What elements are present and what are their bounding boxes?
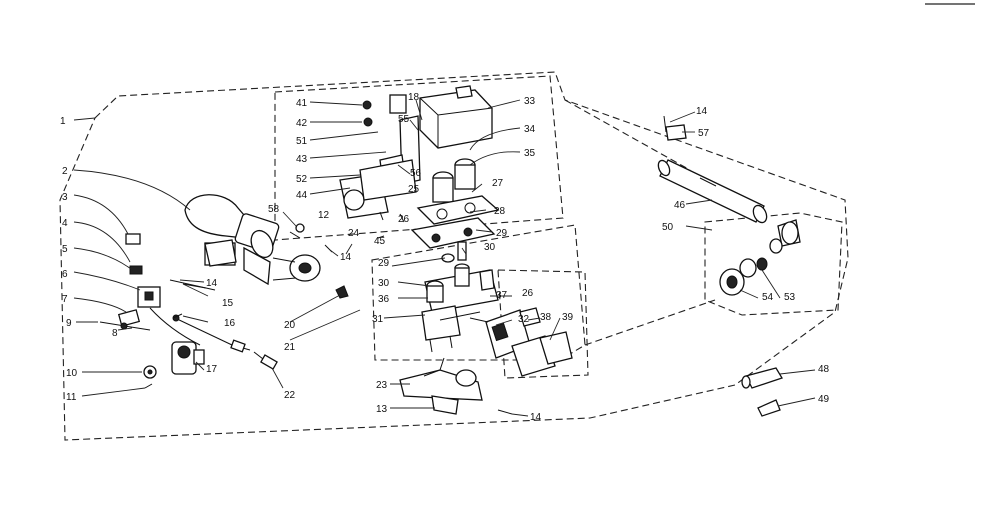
fittings: [719, 219, 801, 296]
callout-41: 41: [296, 98, 308, 109]
callout-22: 22: [284, 390, 296, 401]
callout-51: 51: [296, 136, 308, 147]
callout-50: 50: [662, 222, 674, 233]
callout-14-left: 14: [206, 278, 218, 289]
callout-17: 17: [206, 364, 218, 375]
callout-9: 9: [66, 318, 72, 329]
callout-44: 44: [296, 190, 308, 201]
callout-36: 36: [378, 294, 390, 305]
callout-52: 52: [296, 174, 308, 185]
callout-26-lower: 26: [522, 288, 534, 299]
callout-13: 13: [376, 404, 388, 415]
burner-assembly: [184, 194, 321, 286]
callout-45: 45: [374, 236, 386, 247]
callout-6: 6: [62, 269, 68, 280]
lower-valve-group-boundary: [371, 224, 586, 361]
callout-18: 18: [408, 92, 420, 103]
lower-valve-assembly: [421, 241, 499, 353]
callout-37: 37: [496, 290, 508, 301]
callout-30-left: 30: [378, 278, 390, 289]
mounting-bracket: [399, 357, 513, 415]
callout-1: 1: [60, 116, 66, 127]
callout-38: 38: [540, 312, 552, 323]
tube-link-line: [564, 99, 691, 171]
callout-31: 31: [372, 314, 384, 325]
upper-valve-assembly: [339, 85, 500, 249]
fitting-group-boundary: [704, 212, 843, 316]
solenoid-assembly: [469, 307, 573, 377]
callout-25: 25: [408, 184, 420, 195]
group-link-line: [584, 299, 716, 346]
callout-49: 49: [818, 394, 830, 405]
callout-14-bottom: 14: [530, 412, 542, 423]
callout-58: 58: [268, 204, 280, 215]
callout-33: 33: [524, 96, 536, 107]
callout-14-top: 14: [696, 106, 708, 117]
callout-labels: 1 2 3 4 5 6 7 8 9 10 11 12 13 14 14 14 1…: [60, 92, 830, 423]
leader-lines: [73, 99, 816, 417]
callout-53: 53: [784, 292, 796, 303]
callout-30-right: 30: [484, 242, 496, 253]
callout-46: 46: [674, 200, 686, 211]
callout-8: 8: [112, 328, 118, 339]
callout-55: 55: [398, 114, 410, 125]
callout-27: 27: [492, 178, 504, 189]
callout-26-upper: 26: [398, 214, 410, 225]
callout-12: 12: [318, 210, 330, 221]
callout-29-left: 29: [378, 258, 390, 269]
callout-35: 35: [524, 148, 536, 159]
callout-10: 10: [66, 368, 78, 379]
callout-4: 4: [62, 218, 68, 229]
callout-21: 21: [284, 342, 296, 353]
callout-43: 43: [296, 154, 308, 165]
callout-23: 23: [376, 380, 388, 391]
callout-2: 2: [62, 166, 68, 177]
callout-42: 42: [296, 118, 308, 129]
callout-5: 5: [62, 244, 68, 255]
upper-valve-group-boundary: [274, 75, 564, 241]
callout-7: 7: [62, 294, 68, 305]
callout-15: 15: [222, 298, 234, 309]
loose-parts-48-49: [741, 367, 783, 417]
left-small-parts: [99, 233, 216, 389]
callout-3: 3: [62, 192, 68, 203]
callout-28: 28: [494, 206, 506, 217]
callout-20: 20: [284, 320, 296, 331]
callout-32: 32: [518, 314, 530, 325]
callout-34: 34: [524, 124, 536, 135]
callout-48: 48: [818, 364, 830, 375]
main-assembly-boundary: [59, 71, 849, 441]
callout-16: 16: [224, 318, 236, 329]
callout-11: 11: [66, 392, 77, 403]
callout-39: 39: [562, 312, 574, 323]
callout-14-center: 14: [340, 252, 352, 263]
tube-assembly: [657, 115, 768, 224]
callout-54: 54: [762, 292, 774, 303]
ignitor-assembly: [171, 314, 278, 375]
callout-29-right: 29: [496, 228, 508, 239]
callout-56: 56: [410, 168, 422, 179]
callout-24: 24: [348, 228, 360, 239]
callout-57: 57: [698, 128, 710, 139]
bracket-15: [172, 223, 349, 319]
